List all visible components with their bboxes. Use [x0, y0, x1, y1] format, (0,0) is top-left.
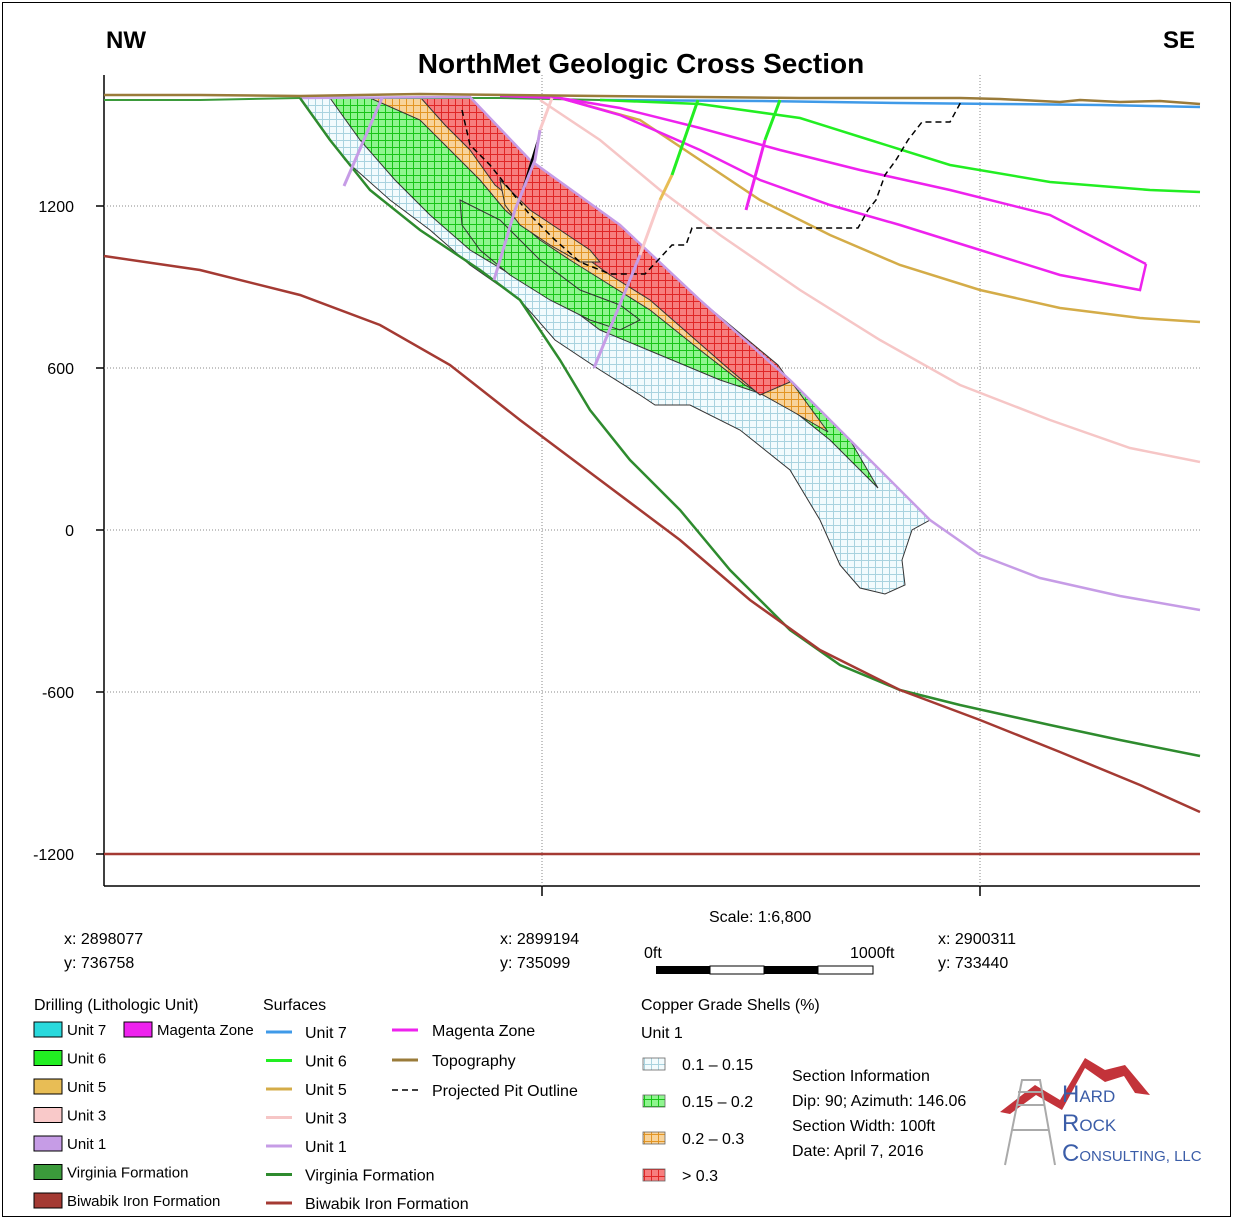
coord-right-x: x: 2900311 [938, 931, 1016, 948]
grade-label-2: 0.15 – 0.2 [682, 1094, 753, 1111]
surface-label-virginia-formation: Virginia Formation [305, 1168, 435, 1185]
surface-unit5-line [559, 96, 1201, 324]
drilling-label-magenta-zone: Magenta Zone [157, 1022, 254, 1039]
section-info-title: Section Information [792, 1068, 930, 1085]
drilling-swatch-biwabik-iron-formation [33, 1192, 63, 1209]
drilling-label-unit-1: Unit 1 [67, 1136, 106, 1153]
drilling-legend-title: Drilling (Lithologic Unit) [34, 997, 199, 1014]
drilling-legend: Unit 7 Unit 6 Unit 5 Unit 3 Unit 1 Virginia F… [33, 1021, 254, 1210]
projected-pit-outline [461, 99, 963, 275]
tick-marks [96, 205, 981, 896]
scale-start-label: 0ft [644, 945, 662, 962]
scale-segment [709, 965, 765, 975]
tick-label-neg600: -600 [42, 685, 74, 702]
grade-legend: 0.1 – 0.15 0.15 – 0.2 0.2 – 0.3 > 0.3 [642, 1057, 753, 1185]
surface-label-unit-1: Unit 1 [305, 1139, 347, 1156]
drilling-swatch-unit-6 [33, 1050, 63, 1066]
virginia-formation-line [298, 97, 1201, 758]
surface-unit1-line [299, 95, 1201, 612]
tick-label-0: 0 [65, 523, 74, 540]
surface-label-magenta-zone: Magenta Zone [432, 1023, 535, 1040]
drillhole-2-unit3 [538, 97, 554, 131]
hard-rock-consulting-logo: HARD ROCK CONSULTING, LLC [1000, 1058, 1202, 1167]
drilling-label-biwabik-iron-formation: Biwabik Iron Formation [67, 1193, 220, 1210]
headframe-icon [1004, 1079, 1056, 1166]
geology-section [103, 92, 1201, 856]
drillhole-4-unit6 [763, 99, 782, 141]
coord-mid-x: x: 2899194 [500, 931, 579, 948]
grade-shell-0.15-0.2-lobe [459, 199, 641, 331]
grade-legend-subtitle: Unit 1 [641, 1025, 683, 1042]
section-info-dip: Dip: 90; Azimuth: 146.06 [792, 1093, 966, 1110]
logo-line3: CONSULTING, LLC [1062, 1140, 1202, 1167]
surface-label-unit-6: Unit 6 [305, 1054, 347, 1071]
biwabik-formation-line [103, 254, 1201, 814]
drillhole-4-magenta [744, 139, 767, 211]
coord-left-x: x: 2898077 [64, 931, 143, 948]
scale-bar [656, 965, 874, 975]
scale-segment [764, 966, 818, 974]
surface-label-biwabik-iron-formation: Biwabik Iron Formation [305, 1196, 469, 1213]
grade-swatch-1 [642, 1057, 666, 1071]
surfaces-legend-title: Surfaces [263, 997, 326, 1014]
drilling-swatch-unit-5 [33, 1078, 63, 1095]
tick-label-600: 600 [47, 361, 74, 378]
drilling-swatch-unit-3 [33, 1107, 63, 1123]
grade-label-4: > 0.3 [682, 1168, 718, 1185]
scale-label: Scale: 1:6,800 [709, 909, 811, 926]
drilling-label-unit-6: Unit 6 [67, 1051, 106, 1068]
surface-label-unit-7: Unit 7 [305, 1025, 347, 1042]
coord-left-y: y: 736758 [64, 955, 134, 972]
drilling-swatch-virginia-formation [33, 1164, 63, 1180]
grade-label-3: 0.2 – 0.3 [682, 1131, 744, 1148]
tick-label-1200: 1200 [38, 199, 74, 216]
drilling-swatch-magenta-zone [123, 1021, 153, 1038]
surface-label-unit-3: Unit 3 [305, 1111, 347, 1128]
surface-unit3-line [539, 98, 1201, 464]
grade-swatch-4 [642, 1168, 666, 1182]
drillhole-3-unit5 [658, 174, 674, 201]
drillhole-3-unit1 [592, 254, 642, 369]
grade-label-1: 0.1 – 0.15 [682, 1057, 753, 1074]
drilling-label-unit-5: Unit 5 [67, 1079, 106, 1096]
direction-nw-label: NW [106, 27, 146, 54]
drillhole-3-unit3 [638, 199, 662, 256]
mountain-icon [1000, 1058, 1150, 1114]
grade-swatch-2 [642, 1094, 666, 1108]
logo-line2: ROCK [1062, 1110, 1117, 1137]
scale-segment [817, 965, 874, 975]
section-info-date: Date: April 7, 2016 [792, 1143, 924, 1160]
tick-label-neg1200: -1200 [33, 847, 74, 864]
drillhole-2-unit1 [492, 129, 542, 281]
section-info-width: Section Width: 100ft [792, 1118, 936, 1135]
surface-label-projected-pit-outline: Projected Pit Outline [432, 1083, 578, 1100]
drilling-swatch-unit-1 [33, 1135, 63, 1152]
surface-unit6-line [599, 98, 1201, 194]
surface-label-topography: Topography [432, 1053, 516, 1070]
coord-mid-y: y: 735099 [500, 955, 570, 972]
drilling-label-unit-7: Unit 7 [67, 1022, 106, 1039]
drilling-label-unit-3: Unit 3 [67, 1108, 106, 1125]
drillhole-1 [342, 97, 384, 187]
drillhole-3-unit6 [670, 99, 700, 176]
drilling-label-virginia-formation: Virginia Formation [67, 1165, 188, 1182]
surface-label-unit-5: Unit 5 [305, 1082, 347, 1099]
surface-unit7-line [599, 98, 1201, 109]
grade-legend-title: Copper Grade Shells (%) [641, 997, 820, 1014]
scale-segment [656, 966, 710, 974]
magenta-zone-upper [499, 94, 1147, 266]
magenta-zone-lower [559, 96, 1148, 292]
surfaces-legend: Unit 7 Unit 6 Unit 5 Unit 3 Unit 1 Virginia F… [266, 1023, 578, 1213]
grade-swatch-3 [642, 1131, 666, 1145]
drilling-swatch-unit-7 [33, 1021, 63, 1038]
figure-title: NorthMet Geologic Cross Section [418, 48, 865, 79]
logo-line1: HARD [1062, 1081, 1115, 1108]
direction-se-label: SE [1163, 27, 1195, 54]
scale-end-label: 1000ft [850, 945, 895, 962]
coord-right-y: y: 733440 [938, 955, 1008, 972]
topography-line [104, 92, 1201, 106]
